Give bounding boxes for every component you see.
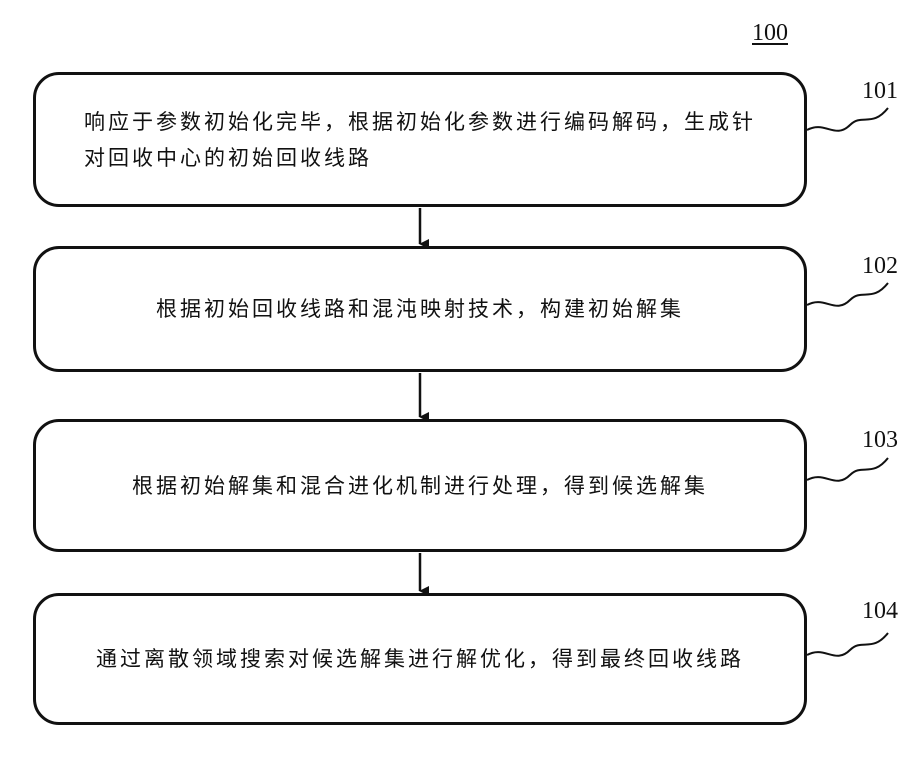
leader-line-104 [807,633,888,656]
leader-line-101 [807,108,888,131]
leader-line-102 [807,283,888,306]
leader-line-103 [807,458,888,481]
